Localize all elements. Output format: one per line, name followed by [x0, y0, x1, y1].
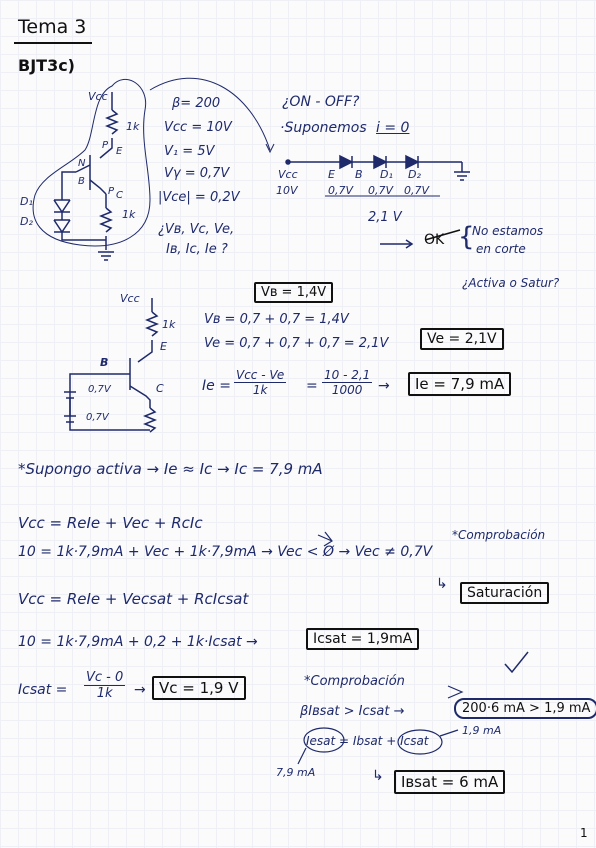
onoff-label-b: B [355, 168, 363, 181]
c2-v2: 0,7V [86, 412, 109, 423]
icsat-num: Vc - 0 [84, 670, 126, 686]
onoff-brace: { [458, 222, 475, 252]
c1-c: C [116, 190, 123, 201]
ve-box: Ve = 2,1V [420, 328, 504, 350]
given-v1: V₁ = 5V [164, 144, 215, 159]
current-sum: Iesat = Ibsat + Icsat [306, 734, 429, 748]
comprobacion-1: *Comprobación [452, 528, 546, 542]
value-1-9: 1,9 mA [462, 724, 502, 737]
ie-equals: = [306, 378, 318, 394]
c1-vcc: Vcc [88, 90, 108, 103]
kvl-2: 10 = 1k·7,9mA + Vec + 1k·7,9mA → Vec < Ø… [18, 544, 433, 560]
onoff-question-2: ¿Activa o Satur? [462, 276, 560, 290]
ie-fraction-2: 10 - 2,1 1000 [322, 368, 373, 397]
onoff-label-e: E [328, 168, 335, 181]
problem-label: BJT3c) [18, 56, 75, 75]
comprobacion-2: *Comprobación [304, 674, 405, 689]
c1-b: B [78, 176, 85, 187]
given-beta: β= 200 [172, 96, 221, 111]
given-question-2: Iʙ, Ic, Ie ? [166, 242, 228, 257]
c1-e: E [116, 146, 123, 157]
ie-den-2: 1000 [331, 383, 363, 397]
ie-fraction-1: Vcc - Ve 1k [234, 368, 287, 397]
onoff-ok-crossed: OK [424, 232, 445, 248]
ie-num-1: Vcc - Ve [234, 368, 287, 383]
ie-lhs: Ie = [202, 378, 231, 394]
beta-box: 200·6 mA > 1,9 mA [454, 698, 596, 719]
onoff-label-d2: D₂ [408, 168, 421, 181]
given-vcc: Vcc = 10V [164, 120, 232, 135]
given-vgamma: Vγ = 0,7V [164, 166, 230, 181]
onoff-label-vcc: Vcc [278, 168, 298, 181]
beta-inequality: βIʙsat > Icsat → [300, 704, 405, 719]
c1-n: N [78, 158, 86, 169]
c2-e: E [160, 340, 167, 353]
icsat-lhs: Icsat = [18, 682, 68, 698]
icsat-fraction: Vc - 0 1k [84, 670, 126, 701]
onoff-label-d1: D₁ [380, 168, 393, 181]
kvl-4: 10 = 1k·7,9mA + 0,2 + 1k·Icsat → [18, 634, 258, 650]
icsat-box: Icsat = 1,9mA [306, 628, 420, 650]
c2-v1: 0,7V [88, 384, 111, 395]
given-vce: |Vce| = 0,2V [158, 190, 240, 205]
onoff-value-2: 0,7V [368, 184, 394, 197]
vc-box: Vc = 1,9 V [152, 676, 246, 700]
saturacion-arrow: ↳ [436, 576, 448, 592]
kvl-3: Vcc = ReIe + Vecsat + RcIcsat [18, 590, 249, 608]
c2-c: C [156, 382, 164, 395]
c1-d1: D₁ [20, 195, 33, 208]
saturacion-box: Saturación [460, 582, 550, 604]
onoff-value-1: 0,7V [328, 184, 354, 197]
assume-active: *Supongo activa → Ie ≈ Ic → Ic = 7,9 mA [18, 460, 323, 478]
kvl-1: Vcc = ReIe + Vec + RcIc [18, 514, 203, 532]
icsat-den: 1k [96, 686, 113, 701]
icsat-arrow: → [134, 682, 146, 698]
c1-p-top: P [102, 140, 109, 151]
c1-p-bottom: P [108, 186, 115, 197]
onoff-sum: 2,1 V [368, 210, 402, 225]
onoff-suppose: ·Suponemos [280, 120, 367, 136]
ibsat-arrow: ↳ [372, 768, 384, 784]
ie-den-1: 1k [252, 383, 268, 397]
c2-r: 1k [162, 318, 176, 331]
onoff-note-2: en corte [476, 242, 526, 256]
c1-r-top: 1k [126, 120, 140, 133]
c1-r-bottom: 1k [122, 208, 136, 221]
vb-box: Vʙ = 1,4V [254, 282, 334, 303]
page-title: Tema 3 [18, 16, 87, 38]
ibsat-box: Iʙsat = 6 mA [394, 770, 506, 794]
onoff-question: ¿ON - OFF? [282, 94, 360, 110]
c2-vcc: Vcc [120, 292, 140, 305]
onoff-i-zero: i = 0 [376, 120, 410, 136]
ie-box: Ie = 7,9 mA [408, 372, 512, 396]
title-underline [14, 42, 92, 44]
c1-d2: D₂ [20, 215, 33, 228]
eq-vb: Vʙ = 0,7 + 0,7 = 1,4V [204, 312, 349, 327]
c2-b: B [100, 356, 109, 369]
onoff-value-vcc: 10V [276, 184, 298, 197]
onoff-value-3: 0,7V [404, 184, 430, 197]
given-question-1: ¿Vʙ, Vc, Ve, [158, 222, 235, 237]
ie-num-2: 10 - 2,1 [322, 368, 373, 383]
value-7-9: 7,9 mA [276, 766, 316, 779]
eq-ve: Ve = 0,7 + 0,7 + 0,7 = 2,1V [204, 336, 389, 351]
onoff-note-1: No estamos [472, 224, 544, 238]
page-number: 1 [580, 826, 588, 840]
ie-arrow: → [378, 378, 390, 394]
